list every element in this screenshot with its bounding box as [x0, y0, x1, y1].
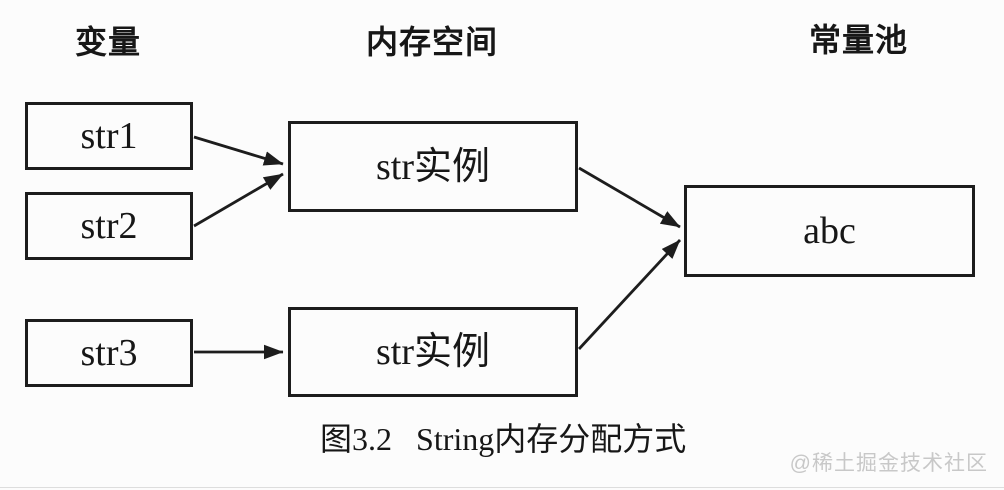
node-str1: str1 [25, 102, 193, 170]
column-header-memory-space: 内存空间 [366, 24, 499, 60]
figure-caption-number: 图3.2 [320, 421, 393, 457]
arrow-str1-to-instance1 [193, 135, 284, 166]
node-str-instance-2: str实例 [288, 307, 578, 397]
node-str3: str3 [25, 319, 193, 387]
figure-caption-title: String内存分配方式 [416, 421, 687, 457]
column-header-variables: 变量 [75, 24, 142, 60]
node-str-instance-1: str实例 [288, 121, 578, 212]
arrow-str2-to-instance1 [193, 172, 284, 228]
column-header-constant-pool: 常量池 [809, 22, 909, 58]
figure-caption: 图3.2 String内存分配方式 [320, 420, 686, 458]
arrow-instance1-to-abc [578, 166, 681, 229]
watermark-text: @稀土掘金技术社区 [789, 452, 988, 475]
scan-edge-line [0, 487, 1004, 488]
node-str2: str2 [25, 192, 193, 260]
node-constant-abc: abc [684, 185, 975, 277]
arrow-instance2-to-abc [577, 239, 682, 350]
